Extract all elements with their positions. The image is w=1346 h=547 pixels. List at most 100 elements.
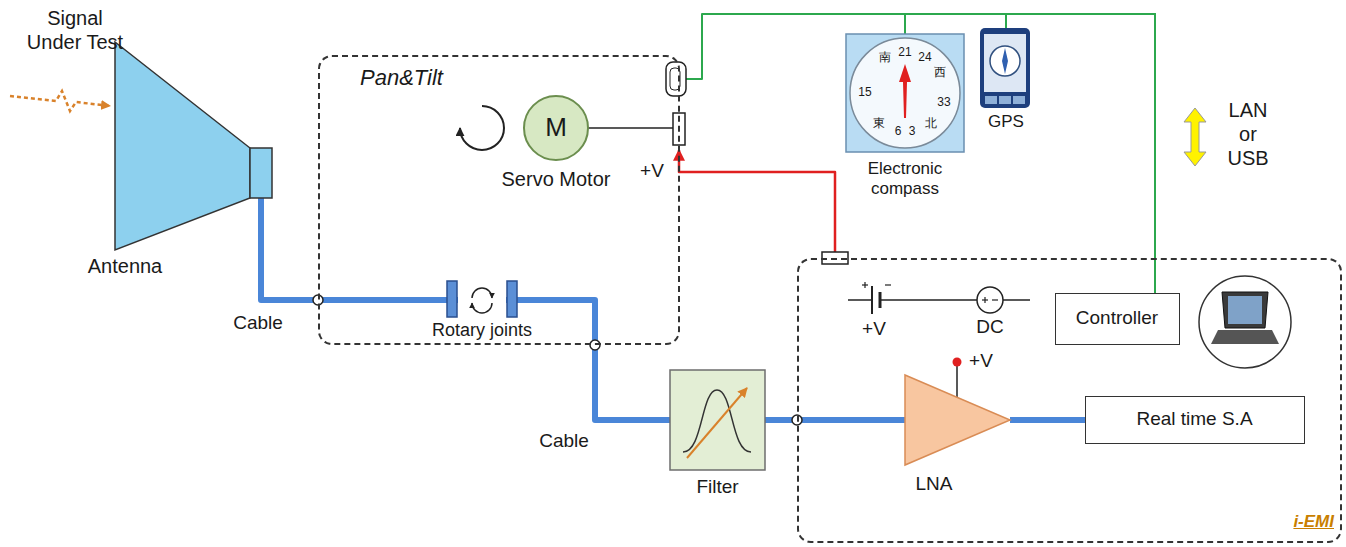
dial-number: 24 <box>914 50 936 64</box>
supply-wire <box>848 299 872 301</box>
node-text: Pan&Tilt <box>360 65 510 91</box>
electronic-compass: Electronic compass <box>846 34 964 206</box>
label-holder: Cable <box>538 430 590 453</box>
label-holder: Rotary joints <box>412 320 552 342</box>
label-holder: +V <box>634 160 670 183</box>
dial-number: 西 <box>929 65 951 79</box>
label-holder: 15 <box>854 85 876 99</box>
dial-number: 15 <box>854 85 876 99</box>
label-holder: 南 <box>874 50 896 64</box>
rf-cable <box>1010 417 1085 423</box>
node-text: Filter <box>665 476 770 499</box>
passband-curve <box>683 390 751 452</box>
supply-wire <box>1003 299 1030 301</box>
horn-antenna <box>115 42 250 250</box>
spectrum-analyzer-box: Real time S.A <box>1085 396 1305 444</box>
text-holder: Electronic compass <box>846 159 964 200</box>
gps-screen <box>984 34 1026 92</box>
dial-number: 33 <box>933 95 955 109</box>
laptop-display <box>1228 296 1262 324</box>
node-text: Antenna <box>70 254 180 278</box>
node-text: Electronic compass <box>846 159 964 200</box>
text-holder: M <box>501 112 611 143</box>
supply-wire <box>880 299 977 301</box>
gps-unit: GPS <box>975 26 1037 141</box>
label-holder: 西 <box>929 65 951 79</box>
antenna-feed <box>250 148 272 198</box>
text-holder: Controller <box>1056 294 1178 343</box>
rf-cable <box>261 198 670 420</box>
text-holder: LNA <box>903 473 965 496</box>
signal-arrow <box>10 91 110 111</box>
compass-needle <box>899 64 911 118</box>
gps-needle <box>1002 48 1008 74</box>
servo-motor: M Servo Motor <box>501 95 611 220</box>
lna-amplifier: LNA <box>903 375 1013 500</box>
filter-body <box>670 370 765 470</box>
node-text: Servo Motor <box>501 167 611 191</box>
control-connector <box>666 62 686 96</box>
dial-number: 6 <box>887 124 909 138</box>
battery-plate <box>871 286 873 314</box>
label-holder: DC <box>972 316 1008 339</box>
pan-tilt-unit: Pan&TiltM Servo Motor <box>318 55 680 345</box>
compass-frame <box>846 34 964 152</box>
text-holder: Antenna <box>70 254 180 278</box>
label-holder: Cable <box>228 312 288 335</box>
link-label: LAN or USB <box>1222 98 1274 170</box>
i-emi-unit: i-EMI ControllerLNA Real time S.A <box>797 258 1342 543</box>
rotary-joint <box>447 281 457 317</box>
minus-mark <box>885 284 891 285</box>
control-wire <box>680 14 1155 293</box>
node-text: i-EMI <box>1254 512 1334 532</box>
part-label: Rotary joints <box>412 320 552 342</box>
amplifier-triangle <box>905 375 1010 465</box>
joint-gap <box>458 291 506 309</box>
node-text: Controller <box>1076 307 1158 330</box>
gps-button <box>999 96 1011 104</box>
label-holder: 北 <box>920 116 942 130</box>
gps-dial <box>990 46 1020 76</box>
text-holder: GPS <box>975 112 1037 132</box>
label-holder: +V <box>963 350 999 373</box>
antenna-outline <box>70 36 280 286</box>
gps-device <box>980 28 1030 108</box>
label-holder: 東 <box>868 116 890 130</box>
dial-number: 21 <box>894 45 916 59</box>
node-text: GPS <box>975 112 1037 132</box>
node-text: LNA <box>903 473 965 496</box>
rotary-joint <box>507 281 517 317</box>
dial-number: 北 <box>920 116 942 130</box>
rotation-arc <box>472 288 492 298</box>
link-arrow <box>1184 108 1206 166</box>
voltage-label: +V <box>634 160 670 183</box>
dial-number: 東 <box>868 116 890 130</box>
power-wire <box>679 150 835 258</box>
plus-mark <box>864 282 865 288</box>
gps-button <box>985 96 997 104</box>
voltage-label: +V <box>963 350 999 373</box>
text-holder: Filter <box>665 476 770 499</box>
compass-dial <box>850 38 960 148</box>
dc-source <box>977 287 1003 313</box>
supply-terminal <box>953 358 962 367</box>
cable-label: Cable <box>538 430 590 453</box>
cable-port <box>590 340 600 350</box>
label-holder: 6 <box>887 124 909 138</box>
node-text: Real time S.A <box>1136 408 1252 431</box>
minus-mark <box>992 299 998 300</box>
plus-mark <box>984 297 985 303</box>
filter-block: Filter <box>665 370 770 510</box>
text-holder: Real time S.A <box>1086 397 1303 442</box>
rf-cable <box>765 417 905 423</box>
tuning-arrow <box>687 388 747 458</box>
motor-wire <box>588 127 673 129</box>
lna-supply-wire <box>956 362 958 398</box>
voltage-label: +V <box>856 318 892 341</box>
cable-label: Cable <box>228 312 288 335</box>
rotation-arrow <box>460 106 504 150</box>
text-holder: Pan&Tilt <box>360 65 510 91</box>
antenna: Antenna <box>70 36 280 286</box>
